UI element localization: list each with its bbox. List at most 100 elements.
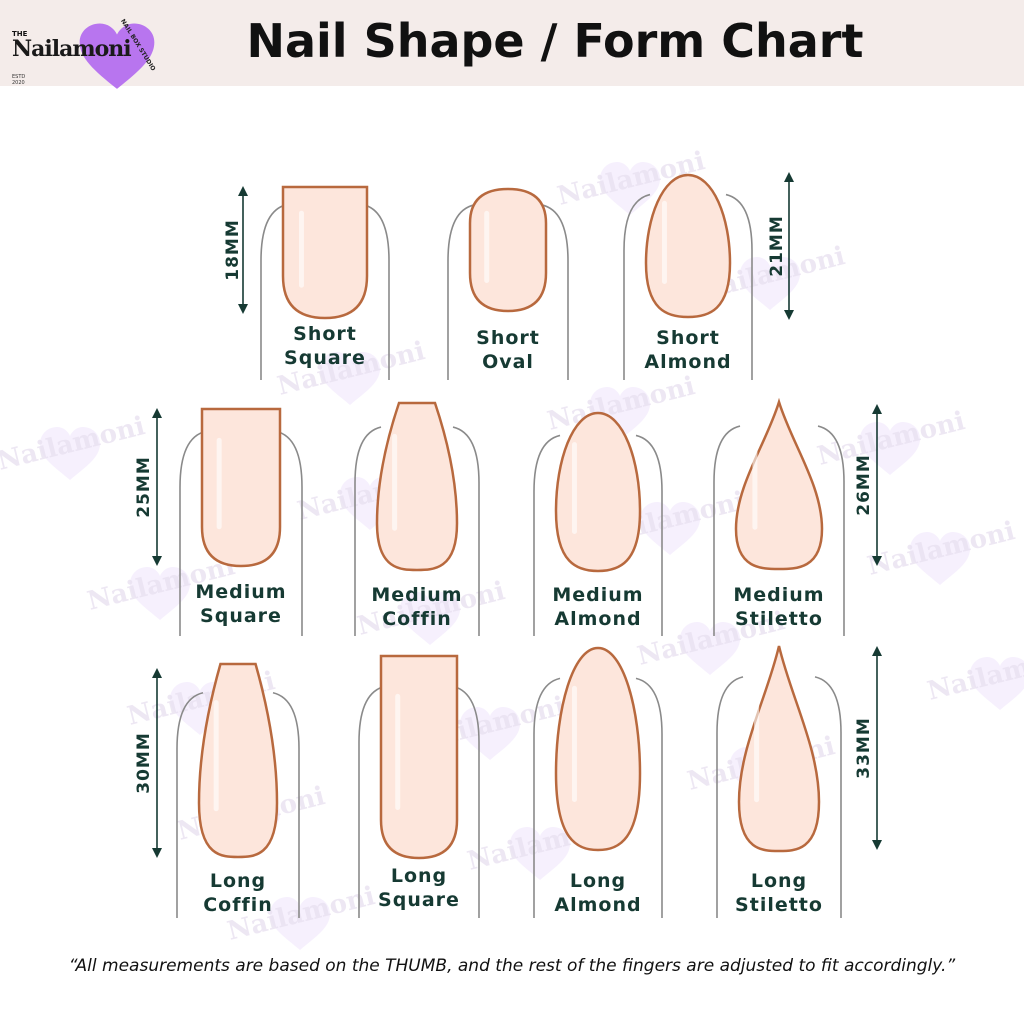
finger-outline-left xyxy=(713,425,741,636)
nail-label-line: Square xyxy=(200,605,282,627)
watermark-heart-icon xyxy=(130,567,190,620)
nail-label-line: Stiletto xyxy=(735,894,823,916)
footnote: “All measurements are based on the THUMB… xyxy=(68,956,956,976)
finger-outline-left xyxy=(358,685,386,918)
nail-label-line: Almond xyxy=(554,608,641,630)
page-title: Nail Shape / Form Chart xyxy=(246,14,864,68)
watermark-heart-icon xyxy=(640,502,700,555)
finger-outline-left xyxy=(260,203,288,380)
nail-label-line: Almond xyxy=(644,351,731,373)
arrow-down-icon xyxy=(152,556,162,566)
watermark-heart-icon xyxy=(910,532,970,585)
brand-logo[interactable]: THE Nailamoni NAIL BOX STUDIO ESTD 2020 xyxy=(8,14,168,89)
measurement-medium-right: 26MM xyxy=(854,404,882,566)
arrow-up-icon xyxy=(872,646,882,656)
finger-outline-right xyxy=(725,193,753,380)
brand-est: ESTD 2020 xyxy=(12,74,25,86)
arrow-up-icon xyxy=(872,404,882,414)
nail-label-line: Medium xyxy=(371,584,462,606)
watermark-heart-icon xyxy=(40,427,100,480)
nail-label-line: Short xyxy=(656,327,720,349)
watermark-heart-icon xyxy=(600,162,660,215)
nail-label-line: Long xyxy=(391,865,447,887)
nail-label-line: Almond xyxy=(554,894,641,916)
watermark-heart-icon xyxy=(740,257,800,310)
nail-label-line: Oval xyxy=(482,351,534,373)
finger-outline-right xyxy=(635,434,663,636)
brand-est-label: ESTD xyxy=(12,74,26,80)
nail-label-line: Long xyxy=(751,870,807,892)
finger-outline-right xyxy=(814,676,842,918)
arrow-down-icon xyxy=(238,304,248,314)
measurement-short-right: 21MM xyxy=(767,172,794,320)
nail-label-line: Long xyxy=(210,870,266,892)
measurement-label: 30MM xyxy=(134,732,154,794)
arrow-up-icon xyxy=(152,408,162,418)
watermark-heart-icon xyxy=(400,592,460,645)
finger-outline-right xyxy=(452,685,480,918)
finger-outline-left xyxy=(716,676,744,918)
finger-outline-right xyxy=(541,204,569,380)
nail-shape-almond xyxy=(554,646,642,852)
nail-shape-almond xyxy=(644,173,732,319)
arrow-down-icon xyxy=(872,556,882,566)
nail-label-line: Stiletto xyxy=(735,608,823,630)
nail-label-line: Square xyxy=(378,889,460,911)
arrow-down-icon xyxy=(152,848,162,858)
finger-outline-left xyxy=(354,426,382,636)
nail-label-line: Short xyxy=(476,327,540,349)
measurement-label: 33MM xyxy=(854,717,874,779)
finger-outline-right xyxy=(452,426,480,636)
heart-icon xyxy=(79,23,155,89)
finger-outline-left xyxy=(533,677,561,918)
finger-outline-right xyxy=(275,430,303,636)
watermark-heart-icon xyxy=(270,897,330,950)
finger-outline-right xyxy=(272,691,300,918)
nails-layer: ShortSquareShortOvalShortAlmondMediumSqu… xyxy=(176,173,845,918)
measurement-label: 21MM xyxy=(767,215,787,277)
finger-outline-right xyxy=(635,677,663,918)
nail-shape-square xyxy=(379,654,459,860)
arrow-down-icon xyxy=(784,310,794,320)
arrow-up-icon xyxy=(784,172,794,182)
watermark-heart-icon xyxy=(860,422,920,475)
nail-shape-square xyxy=(200,407,282,568)
watermark-heart-icon xyxy=(970,657,1024,710)
finger-outline-left xyxy=(179,430,207,636)
nail-label-line: Long xyxy=(570,870,626,892)
finger-outline-left xyxy=(447,204,475,380)
nail-shape-stiletto xyxy=(734,397,824,571)
arrow-up-icon xyxy=(238,186,248,196)
measurement-label: 26MM xyxy=(854,454,874,516)
nail-shape-stiletto xyxy=(737,645,821,853)
finger-outline-left xyxy=(533,434,561,636)
finger-outline-left xyxy=(623,193,651,380)
arrow-up-icon xyxy=(152,668,162,678)
nail-label-line: Short xyxy=(293,323,357,345)
nail-label-line: Coffin xyxy=(382,608,452,630)
measurement-medium-left: 25MM xyxy=(134,408,162,566)
brand-est-year: 2020 xyxy=(12,80,25,86)
watermark-heart-icon xyxy=(320,352,380,405)
measurement-label: 25MM xyxy=(134,456,154,518)
nail-shape-square xyxy=(281,185,369,320)
nail-shape-diagram: NailamoniNailamoniNailamoniNailamoniNail… xyxy=(0,146,1024,950)
nail-label-line: Medium xyxy=(195,581,286,603)
header-bar: THE Nailamoni NAIL BOX STUDIO ESTD 2020 … xyxy=(0,0,1024,89)
measurement-long-left: 30MM xyxy=(134,668,162,858)
watermark-heart-icon xyxy=(510,827,570,880)
nail-label-line: Medium xyxy=(733,584,824,606)
nail-label-line: Medium xyxy=(552,584,643,606)
